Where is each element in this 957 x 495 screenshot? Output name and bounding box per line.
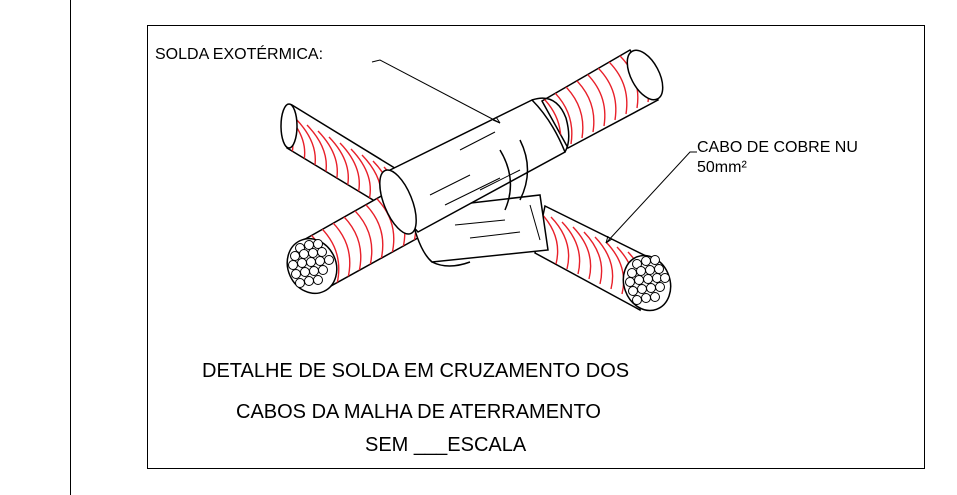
- weld-leader-line: [371, 59, 501, 124]
- scale-note: SEM ___ESCALA: [365, 434, 527, 456]
- weld-label: SOLDA EXOTÉRMICA:: [155, 46, 324, 63]
- cable-end-left: [286, 237, 338, 295]
- detail-title-line2: CABOS DA MALHA DE ATERRAMENTO: [236, 401, 601, 423]
- detail-title-line1: DETALHE DE SOLDA EM CRUZAMENTO DOS: [202, 360, 630, 382]
- page-margin-line: [70, 0, 71, 495]
- drawing-frame: [147, 25, 925, 469]
- cable-leader-line: [605, 151, 697, 244]
- cable-size-label: 50mm²: [697, 159, 747, 176]
- leader-lines: [371, 59, 697, 244]
- cable-label: CABO DE COBRE NU: [697, 139, 858, 156]
- exothermic-weld: [379, 97, 570, 267]
- cable-upper-right: [540, 48, 664, 150]
- cable-end-right: [622, 254, 672, 312]
